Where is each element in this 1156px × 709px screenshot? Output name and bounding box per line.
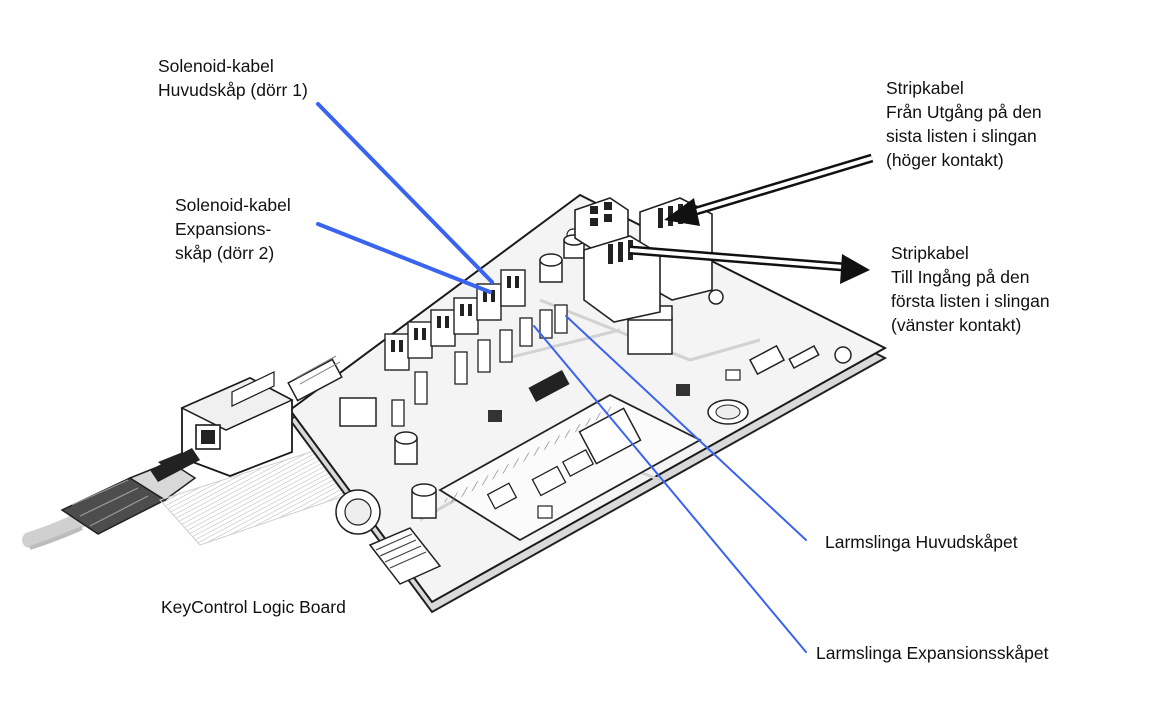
label-solenoid-exp: Solenoid-kabel Expansions- skåp (dörr 2) xyxy=(175,193,291,265)
leader-lines xyxy=(316,102,494,294)
circuit-board xyxy=(287,193,888,614)
arrow-strip-in xyxy=(629,245,870,284)
label-line: första listen i slingan xyxy=(891,291,1050,311)
label-line: (vänster kontakt) xyxy=(891,315,1022,335)
label-line: Expansions- xyxy=(175,219,272,239)
leader-alarm-exp xyxy=(533,325,807,653)
cable-plug xyxy=(150,448,200,482)
label-alarm-exp: Larmslinga Expansionsskåpet xyxy=(816,643,1049,663)
label-line: Stripkabel xyxy=(886,78,964,98)
label-line: skåp (dörr 2) xyxy=(175,243,275,263)
label-solenoid-main: Solenoid-kabel Huvudskåp (dörr 1) xyxy=(158,54,308,102)
label-line: Solenoid-kabel xyxy=(175,195,291,215)
leader-solenoid-main xyxy=(316,102,494,284)
leader-solenoid-exp xyxy=(316,222,492,294)
arrow-strip-out xyxy=(664,153,874,226)
label-board: KeyControl Logic Board xyxy=(161,597,346,617)
label-line: Huvudskåp (dörr 1) xyxy=(158,80,308,100)
label-line: (höger kontakt) xyxy=(886,150,1004,170)
label-line: sista listen i slingan xyxy=(886,126,1037,146)
label-strip-in: Stripkabel Till Ingång på den första lis… xyxy=(891,241,1050,337)
label-line: Stripkabel xyxy=(891,243,969,263)
rj45-jack xyxy=(180,371,294,477)
leader-alarm-main xyxy=(565,315,807,541)
label-line: Från Utgång på den xyxy=(886,102,1042,122)
label-alarm-main: Larmslinga Huvudskåpet xyxy=(825,532,1018,552)
label-line: Solenoid-kabel xyxy=(158,56,274,76)
label-strip-out: Stripkabel Från Utgång på den sista list… xyxy=(886,76,1042,172)
label-line: Till Ingång på den xyxy=(891,267,1030,287)
